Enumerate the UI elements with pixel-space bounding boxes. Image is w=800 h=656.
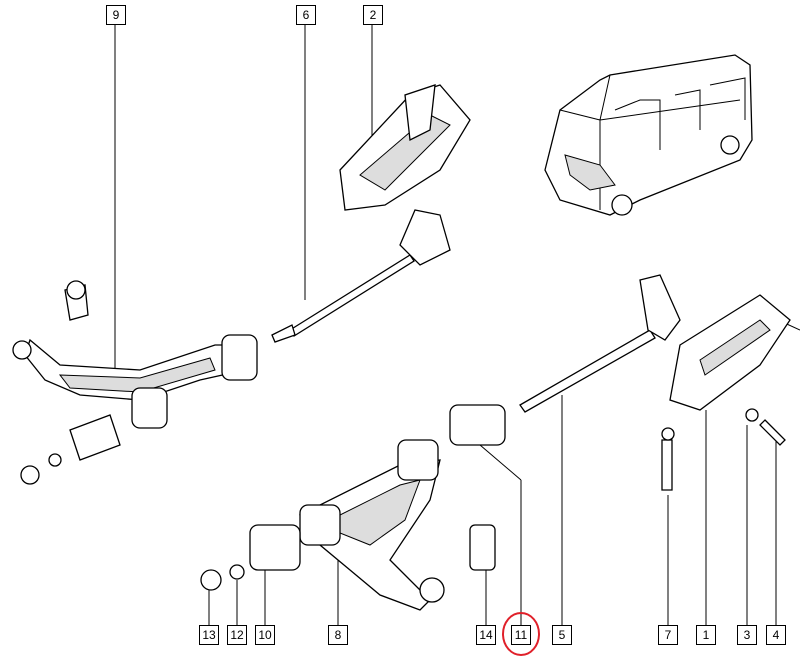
part-1-bracket (661, 294, 791, 491)
label-part-1[interactable]: 1 (696, 625, 716, 645)
label-part-8[interactable]: 8 (328, 625, 348, 645)
label-part-13[interactable]: 13 (199, 625, 219, 645)
label-part-2[interactable]: 2 (363, 5, 383, 25)
label-part-5[interactable]: 5 (552, 625, 572, 645)
part-6-tie-rod (271, 209, 451, 343)
label-part-14[interactable]: 14 (476, 625, 496, 645)
label-part-9[interactable]: 9 (106, 5, 126, 25)
label-part-7[interactable]: 7 (658, 625, 678, 645)
label-part-3[interactable]: 3 (737, 625, 757, 645)
part-2-bracket (339, 84, 471, 211)
label-part-6[interactable]: 6 (296, 5, 316, 25)
highlight-circle (502, 612, 540, 656)
part-9-lower-arm (12, 280, 258, 485)
leader-lines (114, 22, 800, 626)
part-5-tie-rod (449, 274, 681, 446)
label-part-12[interactable]: 12 (227, 625, 247, 645)
label-part-4[interactable]: 4 (766, 625, 786, 645)
van-illustration (544, 54, 753, 216)
label-part-10[interactable]: 10 (255, 625, 275, 645)
part-8-lower-arm (200, 439, 496, 611)
label-part-11[interactable]: 11 (511, 625, 531, 645)
